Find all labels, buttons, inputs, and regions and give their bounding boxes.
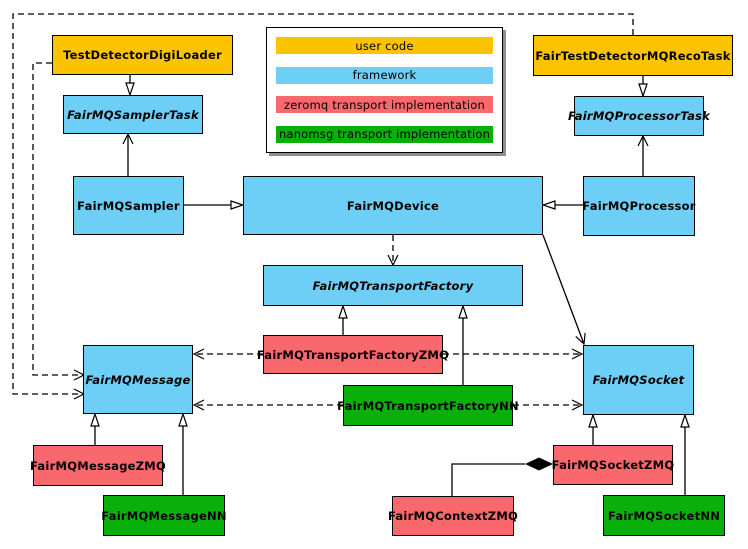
node-fairmqdevice: FairMQDevice [243,176,543,235]
legend: user code framework zeromq transport imp… [266,27,503,153]
node-fairmqmessagenn: FairMQMessageNN [101,495,227,536]
node-fairmqsocketzmq: FairMQSocketZMQ [552,445,674,485]
association-arrows [128,134,643,344]
node-fairmqsocketnn: FairMQSocketNN [603,495,725,536]
legend-item-framework: framework [276,66,493,84]
node-fairmqtransportfactoryzmq: FairMQTransportFactoryZMQ [257,335,449,374]
composition-link [451,457,553,496]
node-fairmqsocket: FairMQSocket [583,345,694,415]
node-fairmqmessagezmq: FairMQMessageZMQ [30,445,166,486]
dependency-arrows [12,13,634,405]
node-testdetectordigiloader: TestDetectorDigiLoader [52,35,233,75]
inheritance-arrows [95,75,685,495]
node-fairmqcontextzmq: FairMQContextZMQ [388,496,518,536]
legend-item-zeromq: zeromq transport implementation [276,96,493,114]
node-fairmqtransportfactorynn: FairMQTransportFactoryNN [337,385,519,426]
node-fairmqprocessortask: FairMQProcessorTask [568,96,710,136]
legend-item-user-code: user code [276,37,493,54]
legend-item-nanomsg: nanomsg transport implementation [276,125,493,143]
node-fairmqsampler: FairMQSampler [73,176,184,235]
node-fairtestdetectormqrecotask: FairTestDetectorMQRecoTask [533,35,733,76]
node-fairmqmessage: FairMQMessage [83,345,193,414]
node-fairmqtransportfactory: FairMQTransportFactory [263,265,523,306]
node-fairmqsamplertask: FairMQSamplerTask [63,95,203,134]
node-fairmqprocessor: FairMQProcessor [582,176,695,236]
composition-diamond-icon [525,457,553,471]
